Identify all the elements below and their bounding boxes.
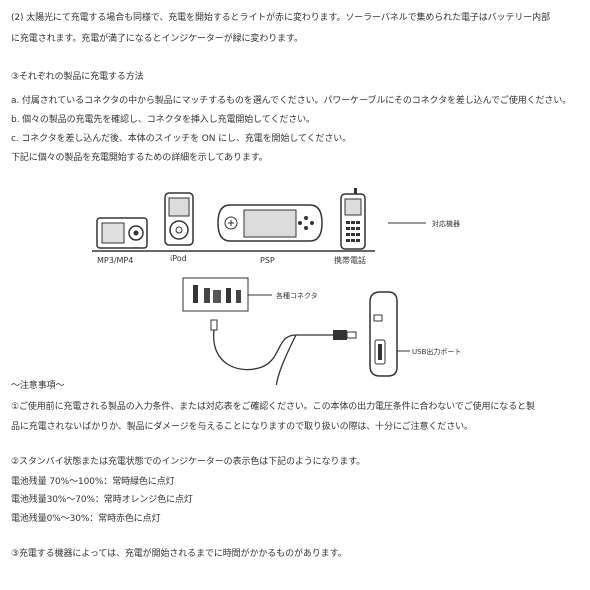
method-step-a: a. 付属されているコネクタの中から製品にマッチするものを選んでください。パワー…	[11, 96, 572, 106]
intro-line-2: に充電されます。充電が満了になるとインジケーターが緑に変わります。	[11, 34, 303, 44]
device-label-phone: 携帯電話	[334, 255, 366, 265]
method-note: 下記に個々の製品を充電開始するための詳細を示してあります。	[11, 153, 268, 163]
caution-2-heading: ②スタンバイ状態または充電状態でのインジケーターの表示色は下記のようになります。	[11, 457, 366, 467]
usb-label: USB出力ポート	[412, 347, 461, 356]
caution-1-line-1: ①ご使用前に充電される製品の入力条件、または対応表をご確認ください。この本体の出…	[11, 402, 535, 412]
device-label-ipod: iPod	[170, 254, 187, 263]
caution-3: ③充電する機器によっては、充電が開始されるまでに時間がかかるものがあります。	[11, 549, 347, 559]
method-step-c: c. コネクタを差し込んだ後、本体のスイッチを ON にし、充電を開始してくださ…	[11, 134, 352, 144]
charging-diagram: 対応機器 MP3/MP4 iPod PSP 携帯電話 各種コネクタ USB出力ポ…	[92, 188, 461, 385]
ipod-icon	[164, 192, 194, 246]
intro-line-1: (2) 太陽光にて充電する場合も同様で、充電を開始するとライトが赤に変わります。…	[11, 13, 550, 23]
battery-level-low: 電池残量0%〜30%：常時赤色に点灯	[11, 514, 161, 524]
device-label-psp: PSP	[260, 256, 275, 265]
power-cable	[210, 319, 357, 385]
devices-label: 対応機器	[432, 219, 460, 228]
psp-icon	[217, 204, 323, 242]
connectors-label: 各種コネクタ	[276, 291, 318, 300]
power-bank-icon	[369, 291, 398, 377]
battery-level-high: 電池残量 70%〜100%：常時緑色に点灯	[11, 477, 175, 487]
method-heading: ③それぞれの製品に充電する方法	[11, 72, 144, 82]
mobile-phone-icon	[340, 188, 366, 250]
caution-1-line-2: 品に充電されないばかりか、製品にダメージを与えることになりますので取り扱いの際は…	[11, 422, 473, 432]
connectors-box	[182, 277, 249, 312]
mp3-player-icon	[96, 217, 148, 249]
cautions-heading: 〜注意事項〜	[11, 381, 65, 391]
method-step-b: b. 個々の製品の充電先を確認し、コネクタを挿入し充電開始してください。	[11, 115, 315, 125]
device-label-mp3: MP3/MP4	[97, 256, 133, 265]
battery-level-mid: 電池残量30%〜70%：常時オレンジ色に点灯	[11, 495, 193, 505]
